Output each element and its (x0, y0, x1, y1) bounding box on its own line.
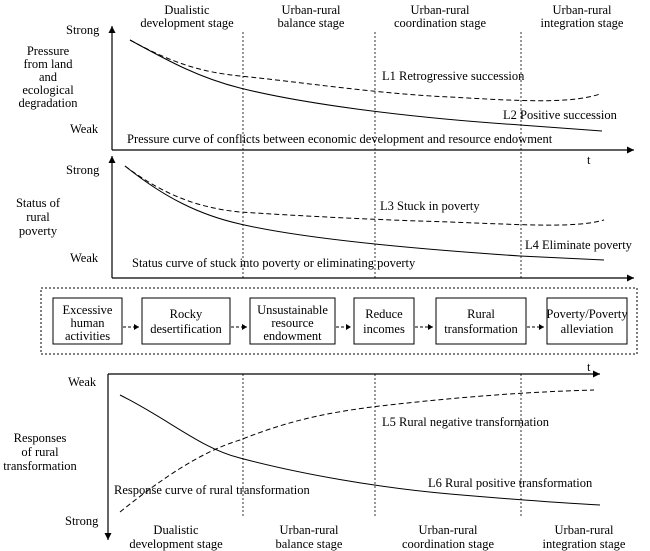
panel3-t-label: t (587, 360, 591, 374)
panel1-ylabel-1: Pressure (27, 44, 70, 58)
panel2-ylabel-3: poverty (19, 224, 58, 238)
flow-box-3-line1: Unsustainable (257, 303, 328, 317)
flow-box-3-line3: endowment (263, 329, 322, 343)
stage-bottom-2-line1: Urban-rural (280, 523, 340, 537)
panel3-caption: Response curve of rural transformation (114, 483, 311, 497)
stage-top-2-line1: Urban-rural (282, 3, 342, 17)
flow-box-4-line2: incomes (363, 322, 405, 336)
curve-L1 (129, 39, 601, 102)
panel3-weak: Weak (68, 375, 97, 389)
panel1-strong: Strong (66, 23, 100, 37)
stage-dividers-top (242, 32, 522, 278)
panel1-ylabel-4: ecological (22, 83, 74, 97)
flow-box-unsustainable-resource-endowment (249, 297, 336, 345)
label-L6: L6 Rural positive transformation (428, 476, 593, 490)
flow-box-excessive-human-activities (52, 297, 123, 345)
panel1-ylabel-2: from land (24, 57, 74, 71)
flow-box-rural-transformation (435, 297, 527, 345)
panel-pressure: Pressure from land and ecological degrad… (18, 23, 634, 167)
stage-top-2-line2: balance stage (278, 16, 345, 30)
flow-box-rocky-desertification (141, 297, 231, 345)
panel1-weak: Weak (70, 122, 99, 136)
curve-L4 (124, 165, 605, 261)
stage-dividers-bottom (242, 374, 522, 518)
flow-box-5-line1: Rural (467, 307, 495, 321)
panel2-caption: Status curve of stuck into poverty or el… (132, 256, 416, 270)
stage-top-4-line1: Urban-rural (553, 3, 613, 17)
stage-headers-top: Dualistic development stage Urban-rural … (140, 3, 624, 30)
flow-box-6-line1: Poverty/Poverty (546, 307, 628, 321)
flow-box-1-line3: activities (65, 329, 110, 343)
stage-top-3-line2: coordination stage (394, 16, 486, 30)
stage-top-1-line2: development stage (140, 16, 234, 30)
stage-headers-bottom: Dualistic development stage Urban-rural … (129, 523, 626, 551)
panel1-caption: Pressure curve of conflicts between econ… (127, 132, 553, 146)
panel2-ylabel-2: rural (26, 210, 50, 224)
curve-L3 (124, 165, 605, 226)
panel3-ylabel-1: Responses (14, 431, 67, 445)
flow-box-1-line2: human (70, 316, 105, 330)
label-L4: L4 Eliminate poverty (525, 238, 633, 252)
stage-bottom-2-line2: balance stage (276, 537, 343, 551)
label-L3: L3 Stuck in poverty (380, 199, 480, 213)
flow-outer-frame (40, 287, 638, 355)
stage-bottom-1-line1: Dualistic (153, 523, 199, 537)
panel-rural-transformation: Weak Strong Responses of rural transform… (3, 360, 601, 540)
label-L1: L1 Retrogressive succession (382, 69, 525, 83)
stage-bottom-4-line1: Urban-rural (555, 523, 615, 537)
panel1-t-label: t (587, 153, 591, 167)
panel1-ylabel-3: and (39, 70, 58, 84)
stage-bottom-1-line2: development stage (129, 537, 223, 551)
stage-bottom-3-line2: coordination stage (402, 537, 494, 551)
panel2-weak: Weak (70, 251, 99, 265)
flow-box-2-line2: desertification (150, 322, 222, 336)
flow-box-1-line1: Excessive (63, 303, 113, 317)
flow-box-3-line2: resource (271, 316, 314, 330)
flow-box-5-line2: transformation (444, 322, 518, 336)
panel2-strong: Strong (66, 163, 100, 177)
panel2-ylabel-1: Status of (16, 196, 61, 210)
panel-poverty: Status of rural poverty Strong Weak L3 S… (16, 156, 634, 282)
stage-top-4-line2: integration stage (541, 16, 624, 30)
curve-L6 (119, 394, 601, 506)
stage-bottom-4-line2: integration stage (543, 537, 626, 551)
label-L5: L5 Rural negative transformation (382, 415, 550, 429)
curve-L5 (119, 389, 595, 513)
label-L2: L2 Positive succession (503, 108, 618, 122)
flow-chain: Excessive human activities Rocky deserti… (40, 287, 638, 355)
stage-top-3-line1: Urban-rural (411, 3, 471, 17)
panel3-ylabel-3: transformation (3, 459, 77, 473)
stage-top-1-line1: Dualistic (164, 3, 210, 17)
panel1-ylabel-5: degradation (18, 96, 78, 110)
flow-box-6-line2: alleviation (561, 322, 615, 336)
flow-box-poverty-alleviation (546, 297, 628, 345)
panel3-strong: Strong (65, 514, 99, 528)
flow-box-reduce-incomes (353, 297, 415, 345)
flow-box-4-line1: Reduce (365, 307, 403, 321)
flow-box-2-line1: Rocky (170, 307, 203, 321)
panel3-ylabel-2: of rural (21, 445, 59, 459)
curve-L2 (129, 39, 603, 132)
stage-bottom-3-line1: Urban-rural (419, 523, 479, 537)
